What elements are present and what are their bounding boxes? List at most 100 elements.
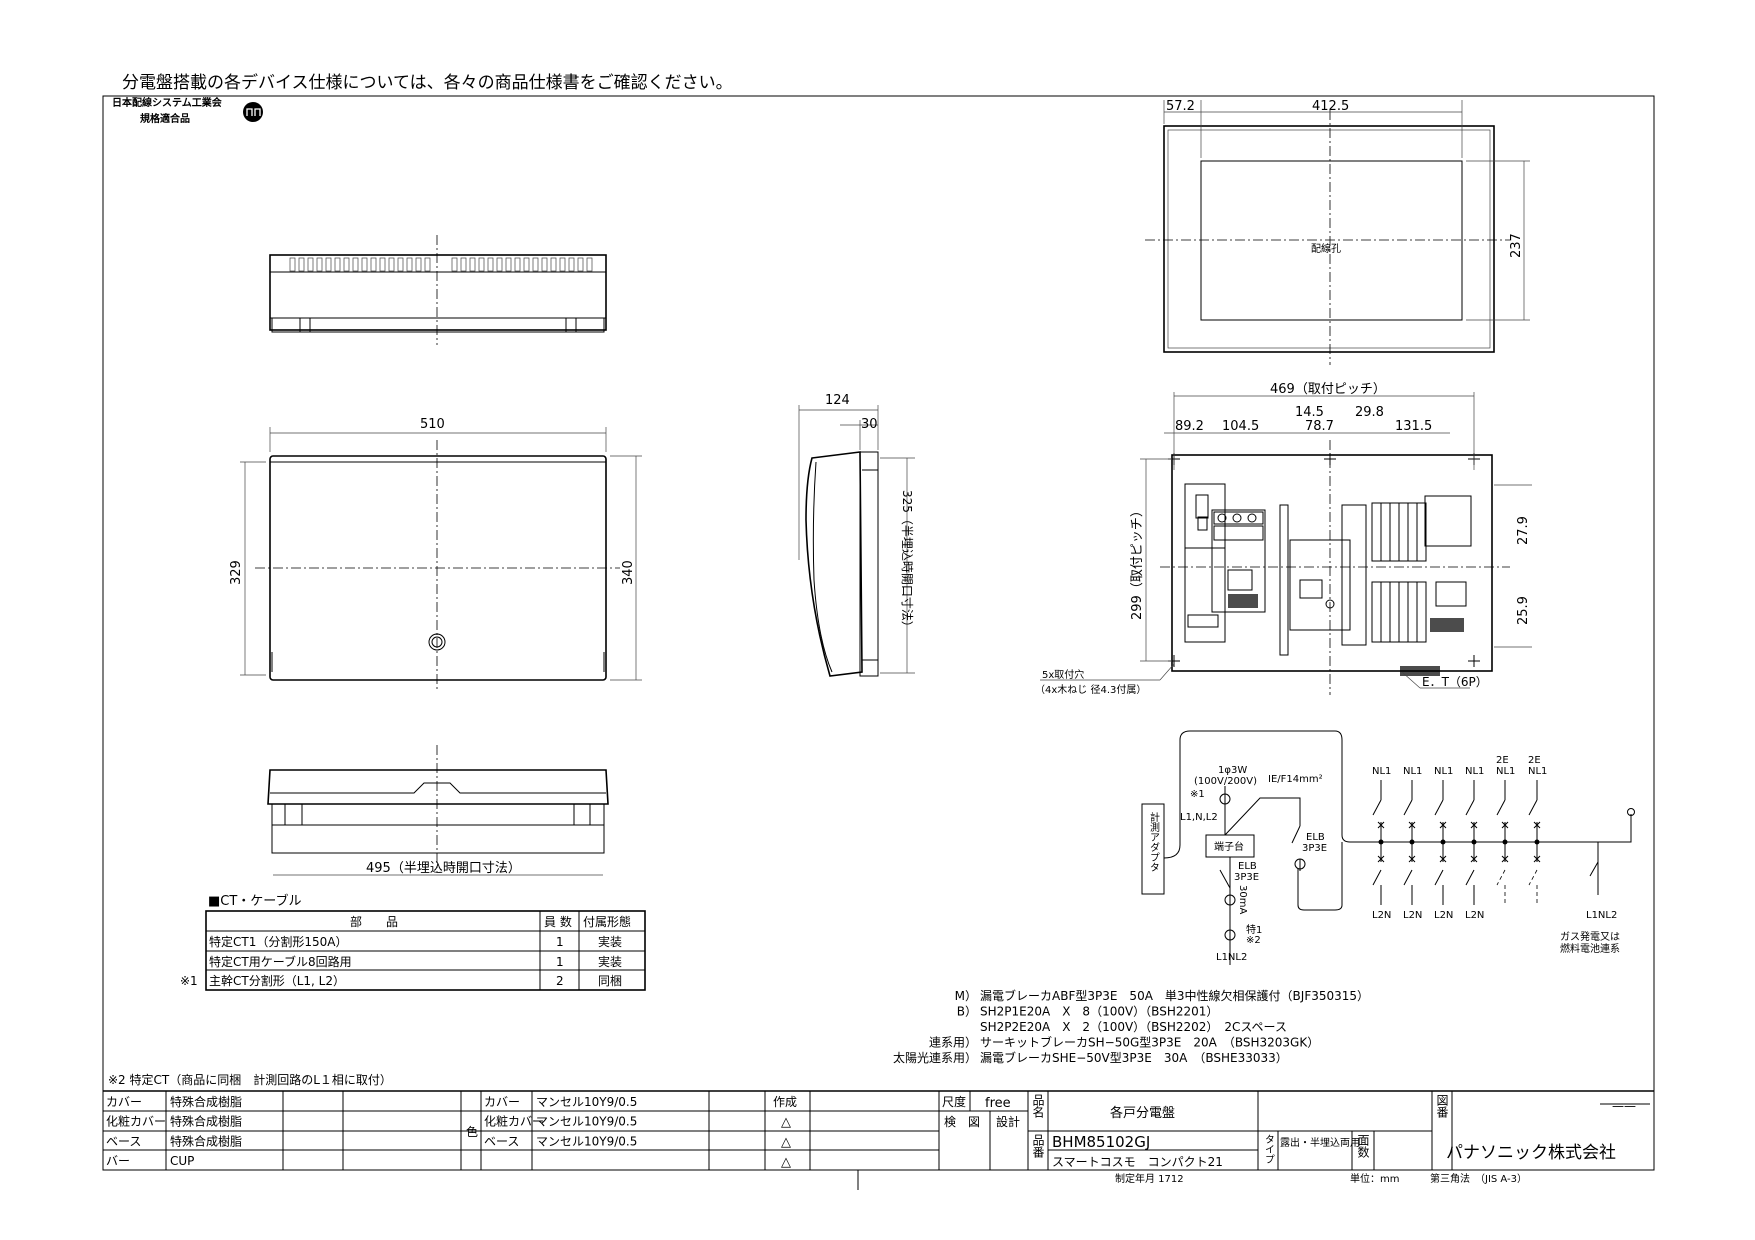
adapter-label: 計測アダプタ [1148,811,1160,872]
material-part: ベース [106,1134,141,1148]
interior-dim-5: 29.8 [1355,405,1384,420]
earth-terminal-label: E．T（6P） [1422,675,1488,689]
ct-part: 特定CT用ケーブル8回路用 [209,954,352,969]
bottom-view: 495（半埋込時開口寸法） [267,745,609,876]
color-part: 化粧カバー [484,1115,544,1129]
branch-top-label: 2E [1496,755,1509,766]
drawing-no: —— [1612,1099,1636,1113]
scale-value: free [985,1096,1011,1111]
voltage-label: (100V/200V) [1194,776,1257,787]
branch-breaker [1398,581,1409,643]
branch-breaker [1371,581,1382,643]
ct-mark: ※1 [180,974,198,988]
back-width-dim: 412.5 [1312,99,1349,114]
logo-line1: 日本配線システム工業会 [112,96,222,109]
gas-note-1: ガス発電又は [1560,930,1620,943]
scale-label: 尺度 [942,1094,966,1109]
top-view [269,235,607,345]
ct-row: 特定CT1（分割形150A） 1 実装 [209,934,622,949]
sensitivity-label: 30mA [1237,885,1248,914]
material-value: 特殊合成樹脂 [170,1133,242,1148]
ct-form: 実装 [598,934,622,949]
ct-header-form: 付属形態 [583,914,631,929]
color-value: マンセル10Y9/0.5 [536,1095,637,1109]
special-ct-mark: 特1 [1246,924,1262,936]
bottom-opening-dim: 495（半埋込時開口寸法） [366,861,521,876]
pv-breaker [1289,539,1351,631]
interior-vpitch-dim: 299（取付ピッチ） [1130,504,1145,620]
branch-top-label: NL1 [1465,766,1484,777]
spec-text: 漏電ブレーカABF型3P3E 50A 単3中性線欠相保護付（BJF350315） [980,988,1369,1003]
earth-terminal-icon [1400,666,1440,676]
ct-part: 主幹CT分割形（L1, L2） [209,973,345,988]
branch-breaker [1380,502,1391,562]
branch-top-label: 2E [1528,755,1541,766]
breaker-contact-icon [1408,821,1416,863]
ct-header-part: 部 品 [350,914,398,929]
elb-pv-type: 3P3E [1234,872,1259,883]
branch-breaker [1389,581,1400,643]
projection-label: 第三角法 （JIS A-3） [1430,1172,1527,1185]
jw-mark-icon [243,102,263,122]
branch-top-label: NL1 [1496,766,1515,777]
drawing-no-label: 図番 [1435,1094,1449,1119]
certification-logo: 日本配線システム工業会 規格適合品 [112,96,263,125]
color-part: ベース [484,1134,519,1148]
spec-label: B） [957,1005,977,1019]
color-label: 色 [466,1125,478,1139]
interior-pitch-dim: 469（取付ピッチ） [1270,382,1386,397]
header-note: 分電盤搭載の各デバイス仕様については、各々の商品仕様書をご確認ください。 [122,72,733,93]
type-label: タイプ [1263,1134,1275,1164]
mount-holes-label: 5x取付穴 [1042,668,1084,681]
interior-dim-1: 89.2 [1175,419,1204,434]
branch-breaker [1407,502,1418,562]
check-label: 検 図 [944,1115,980,1129]
spec-label: 太陽光連系用） [893,1050,977,1065]
branch-breaker [1416,581,1427,643]
spec-label: M） [955,989,977,1003]
breaker-contact-icon [1533,821,1541,863]
interior-dim-right-2: 25.9 [1516,596,1531,625]
interior-dim-2: 104.5 [1222,419,1259,434]
terminal-block-label: 端子台 [1214,840,1244,853]
established-date: 制定年月 1712 [1115,1172,1184,1185]
part-no-label: 品番 [1031,1134,1045,1159]
branch-bottom-label: L2N [1403,910,1422,921]
material-value: CUP [170,1154,194,1168]
type-value: 露出・半埋込両用 [1280,1136,1360,1149]
side-view: 124 30 325（半埋込時開口寸法） [798,393,915,677]
branch-breaker [1380,581,1391,643]
ct-part: 特定CT1（分割形150A） [209,934,347,949]
side-lip-dim: 30 [861,417,878,432]
ct-qty: 1 [556,935,564,949]
breaker-contact-icon [1501,821,1509,863]
branch-bottom-label: L2N [1465,910,1484,921]
material-value: 特殊合成樹脂 [170,1114,242,1129]
mount-hole-icon [1468,655,1480,667]
unit-label: 単位：mm [1350,1172,1399,1185]
material-part: 化粧カバー [106,1115,166,1129]
interior-view: 469（取付ピッチ） 89.2 104.5 14.5 78.7 29.8 131… [1035,382,1532,696]
phases-label: L1,N,L2 [1180,812,1218,823]
spec-text: SH2P1E20A X 8（100V）（BSH2201） [980,1005,1218,1019]
mount-hole-icon [1324,453,1336,465]
front-view: 510 329 340 [229,417,642,690]
color-value: マンセル10Y9/0.5 [536,1115,637,1129]
material-value: 特殊合成樹脂 [170,1094,242,1109]
supply-label: 1φ3W [1218,765,1247,776]
breaker-contact-icon [1470,821,1478,863]
faces-label: 面数 [1356,1134,1370,1159]
ct-note: ※2 特定CT（商品に同梱 計測回路のL１相に取付） [108,1072,392,1087]
ct-qty: 1 [556,955,564,969]
spec-label: 連系用） [929,1036,977,1050]
ct-form: 実装 [598,954,622,969]
company-name: パナソニック株式会社 [1446,1143,1616,1163]
branch-breaker [1371,502,1382,562]
branch-top-label: NL1 [1372,766,1391,777]
interior-dim-4: 78.7 [1305,419,1334,434]
pv-output-label: L1NL2 [1216,952,1247,963]
branch-top-label: NL1 [1403,766,1422,777]
measurement-adapter-box [1141,803,1165,895]
part-no: BHM85102GJ [1052,1133,1150,1151]
